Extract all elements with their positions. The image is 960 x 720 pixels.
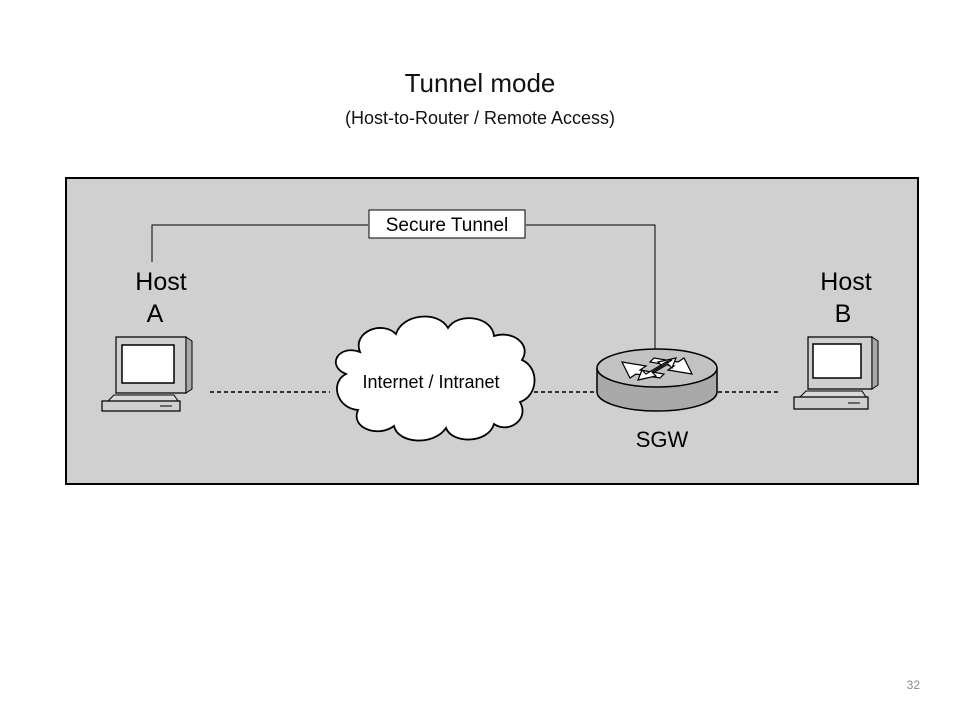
secure-tunnel-line (151, 224, 368, 262)
host-b-label: Host (820, 268, 871, 296)
secure-tunnel-label-box (368, 209, 526, 239)
host-a-letter: A (147, 300, 164, 328)
secure-tunnel-label: Secure Tunnel (386, 215, 509, 236)
sgw-router-icon (596, 348, 718, 412)
page-number: 32 (906, 678, 920, 692)
slide-subtitle: (Host-to-Router / Remote Access) (344, 108, 616, 128)
host-b-letter: B (835, 300, 852, 328)
cloud-label: Internet / Intranet (362, 372, 499, 392)
internet-cloud-icon (334, 315, 536, 442)
slide-title: Tunnel mode (404, 68, 556, 98)
sgw-label: SGW (636, 427, 689, 452)
host-a-computer-icon (101, 336, 193, 412)
host-a-label: Host (135, 268, 186, 296)
host-b-computer-icon (793, 336, 879, 410)
secure-tunnel-line-right (526, 224, 656, 350)
